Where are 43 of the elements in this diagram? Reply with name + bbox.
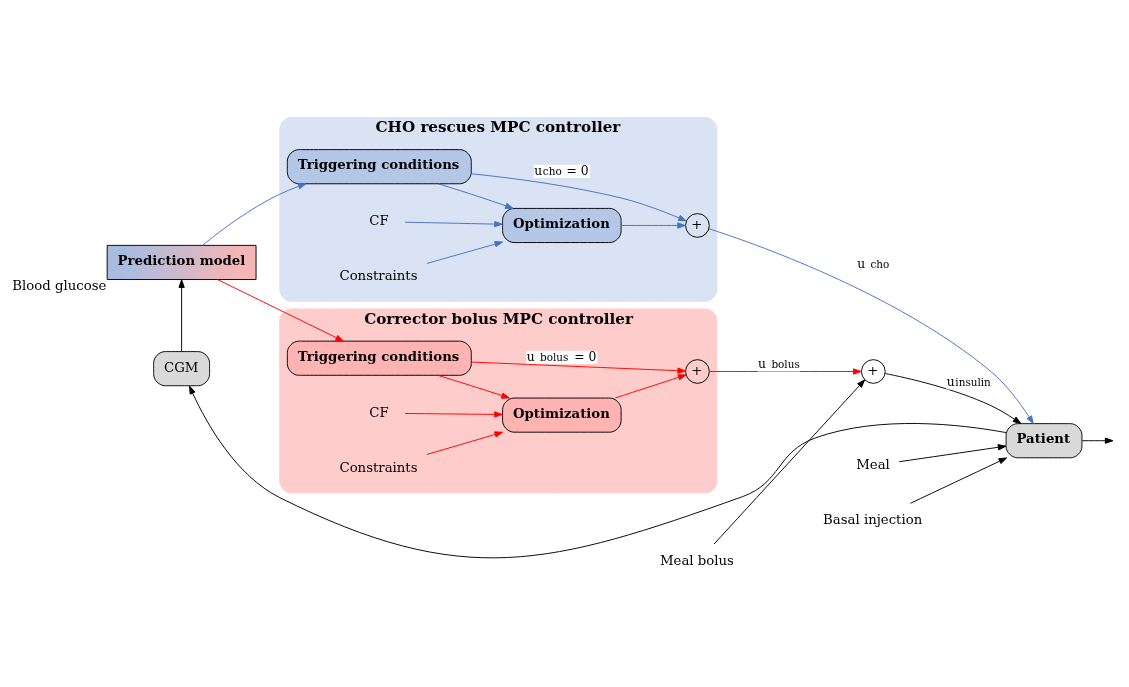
arrow (426, 240, 504, 264)
arrow (470, 361, 686, 374)
node-text: Meal bolus (659, 552, 734, 568)
arrow (614, 373, 687, 398)
node-box: Patient (1005, 422, 1083, 458)
arrow (709, 367, 862, 375)
arrow (189, 385, 1007, 558)
node-text: Basal injection (823, 511, 923, 527)
arrow (713, 378, 866, 544)
node-circle: + (861, 358, 886, 384)
node-text: Constraints (339, 267, 418, 283)
node-box: Optimization (502, 397, 622, 433)
arrow (910, 456, 1008, 504)
node-circle: + (685, 358, 710, 384)
edge-label: uinsulin (946, 374, 991, 389)
arrow (471, 172, 687, 221)
arrow (217, 278, 344, 342)
node-circle: + (685, 212, 710, 238)
arrow (404, 410, 503, 418)
node-text: CF (369, 404, 389, 420)
node-text: CF (369, 212, 389, 228)
node-label: Blood glucose (12, 277, 107, 293)
node-box: Prediction model (106, 244, 257, 280)
arrow (708, 227, 1034, 424)
node-box: Triggering conditions (286, 340, 472, 376)
arrow (898, 443, 1007, 462)
edge-label: u bolus = 0 (526, 349, 597, 363)
edge-label: u bolus (758, 356, 800, 371)
node-text: Meal (856, 456, 890, 472)
arrow (178, 278, 185, 352)
node-box: Triggering conditions (286, 148, 472, 184)
arrow (426, 430, 504, 455)
arrow (437, 374, 510, 399)
edge-label: ucho = 0 (534, 163, 589, 178)
arrow (437, 182, 514, 209)
edge-label: u cho (857, 256, 890, 271)
node-box: CGM (153, 350, 211, 386)
node-box: Optimization (502, 207, 622, 243)
arrow (202, 182, 307, 246)
arrow (1081, 437, 1114, 444)
node-text: Constraints (339, 459, 418, 475)
arrow (404, 220, 503, 227)
arrow (620, 221, 686, 229)
